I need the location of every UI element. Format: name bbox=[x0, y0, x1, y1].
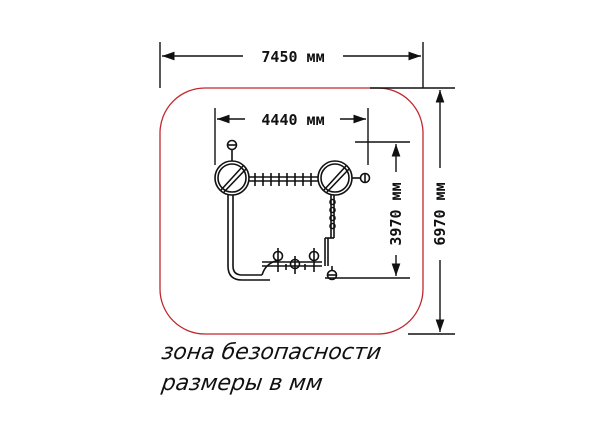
left-rail-slide bbox=[227, 195, 322, 281]
dimension-safety-depth-label: 6970 мм bbox=[431, 182, 449, 245]
dimension-safety-width-label: 7450 мм bbox=[261, 48, 324, 66]
corner-post bbox=[326, 266, 338, 281]
left-tower bbox=[214, 139, 250, 196]
rope-bridge bbox=[249, 173, 318, 186]
bottom-posts bbox=[272, 248, 320, 274]
dimension-equipment-depth bbox=[325, 141, 410, 279]
dimension-safety-depth bbox=[370, 87, 455, 335]
chain-ladder bbox=[324, 195, 336, 266]
dimension-equipment-width-label: 4440 мм bbox=[261, 111, 324, 129]
safety-zone-outline bbox=[159, 87, 424, 335]
right-tower bbox=[317, 160, 371, 196]
dimension-equipment-depth-label: 3970 мм bbox=[387, 182, 405, 245]
equipment-plan bbox=[214, 139, 371, 281]
dimension-equipment-width bbox=[214, 108, 369, 165]
safety-zone-caption: зона безопасности bbox=[160, 340, 383, 365]
units-caption: размеры в мм bbox=[160, 371, 325, 396]
dimension-safety-width bbox=[159, 42, 424, 88]
